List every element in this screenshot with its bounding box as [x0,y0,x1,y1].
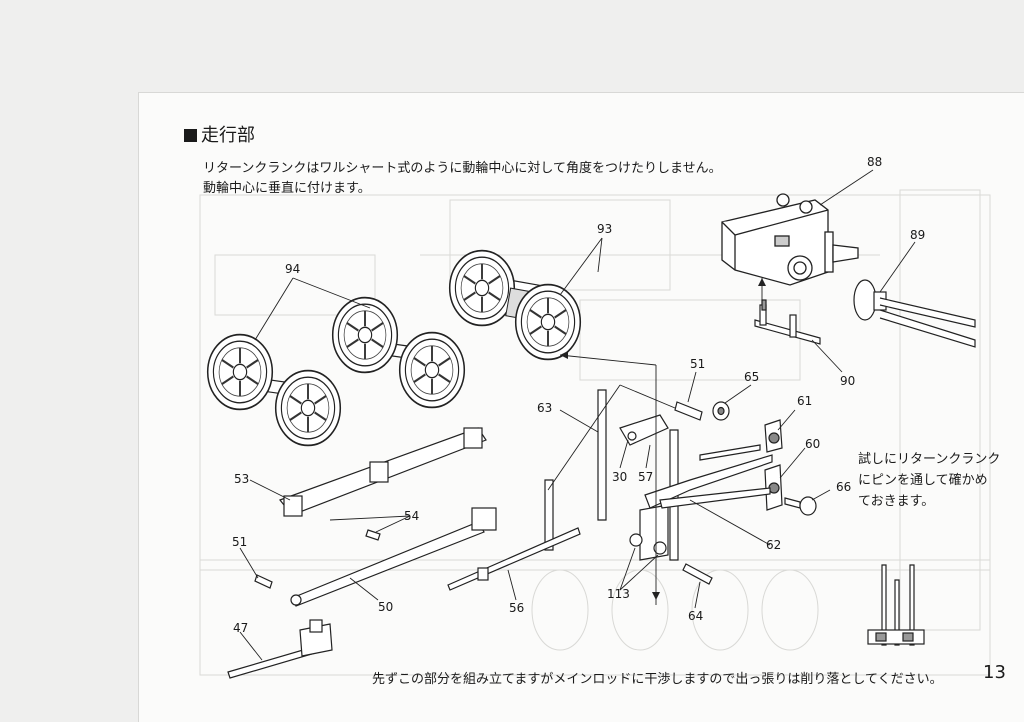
part-label-63: 63 [537,401,553,415]
pin-51-left [254,574,273,589]
side-note-line-3: ておきます。 [858,494,935,509]
pin-54 [365,529,381,541]
arrowheads [560,278,766,600]
part-label-50: 50 [378,600,394,614]
valve-gear-90 [754,299,821,345]
bracket-60 [764,464,783,511]
part-label-53: 53 [234,472,250,486]
bracket-61 [764,419,783,453]
coupling-rod-53 [279,427,487,517]
part-label-113: 113 [607,587,630,601]
leader-lines [239,169,916,661]
part-label-60: 60 [805,437,821,451]
intro-line-1: リターンクランクはワルシャート式のように動輪中心に対して角度をつけたりしません。 [203,161,722,176]
part-label-30: 30 [612,470,628,484]
linkage-assembly [544,389,773,585]
part-label-57: 57 [638,470,654,484]
wheelset-93 [448,249,582,361]
cylinder-89 [853,279,976,348]
part-label-89: 89 [910,228,926,242]
side-note-line-2: にピンを通して確かめ [858,473,988,488]
rod-56 [447,527,581,591]
part-label-51-top: 51 [690,357,706,371]
section-heading: 走行部 [184,121,255,147]
wheelset-94-right [331,296,466,409]
part-65 [712,401,730,421]
inset-detail [867,564,925,646]
intro-line-2: 動輪中心に垂直に付けます。 [203,181,371,196]
part-label-65: 65 [744,370,760,384]
part-label-54: 54 [404,509,420,523]
crosshead-47 [227,619,333,679]
part-label-56: 56 [509,601,525,615]
part-label-94: 94 [285,262,301,276]
cylinder-block-88 [721,193,859,286]
main-rod-50 [290,507,497,607]
square-bullet-icon [184,129,197,142]
section-heading-text: 走行部 [201,125,255,146]
part-label-90: 90 [840,374,856,388]
wheelset-94-left [206,333,342,447]
part-label-47: 47 [233,621,249,635]
part-label-66: 66 [836,480,852,494]
part-label-62: 62 [766,538,782,552]
page-number: 13 [983,662,1006,683]
part-label-93: 93 [597,222,613,236]
part-label-61: 61 [797,394,813,408]
part-label-88: 88 [867,155,883,169]
knob-66 [784,496,817,516]
bottom-note: 先ずこの部分を組み立てますがメインロッドに干渉しますので出っ張りは削り落としてく… [372,672,943,687]
part-label-64: 64 [688,609,704,623]
side-note-line-1: 試しにリターンクランク [858,452,1001,467]
pin-51-top [674,401,703,421]
part-label-51-left: 51 [232,535,248,549]
